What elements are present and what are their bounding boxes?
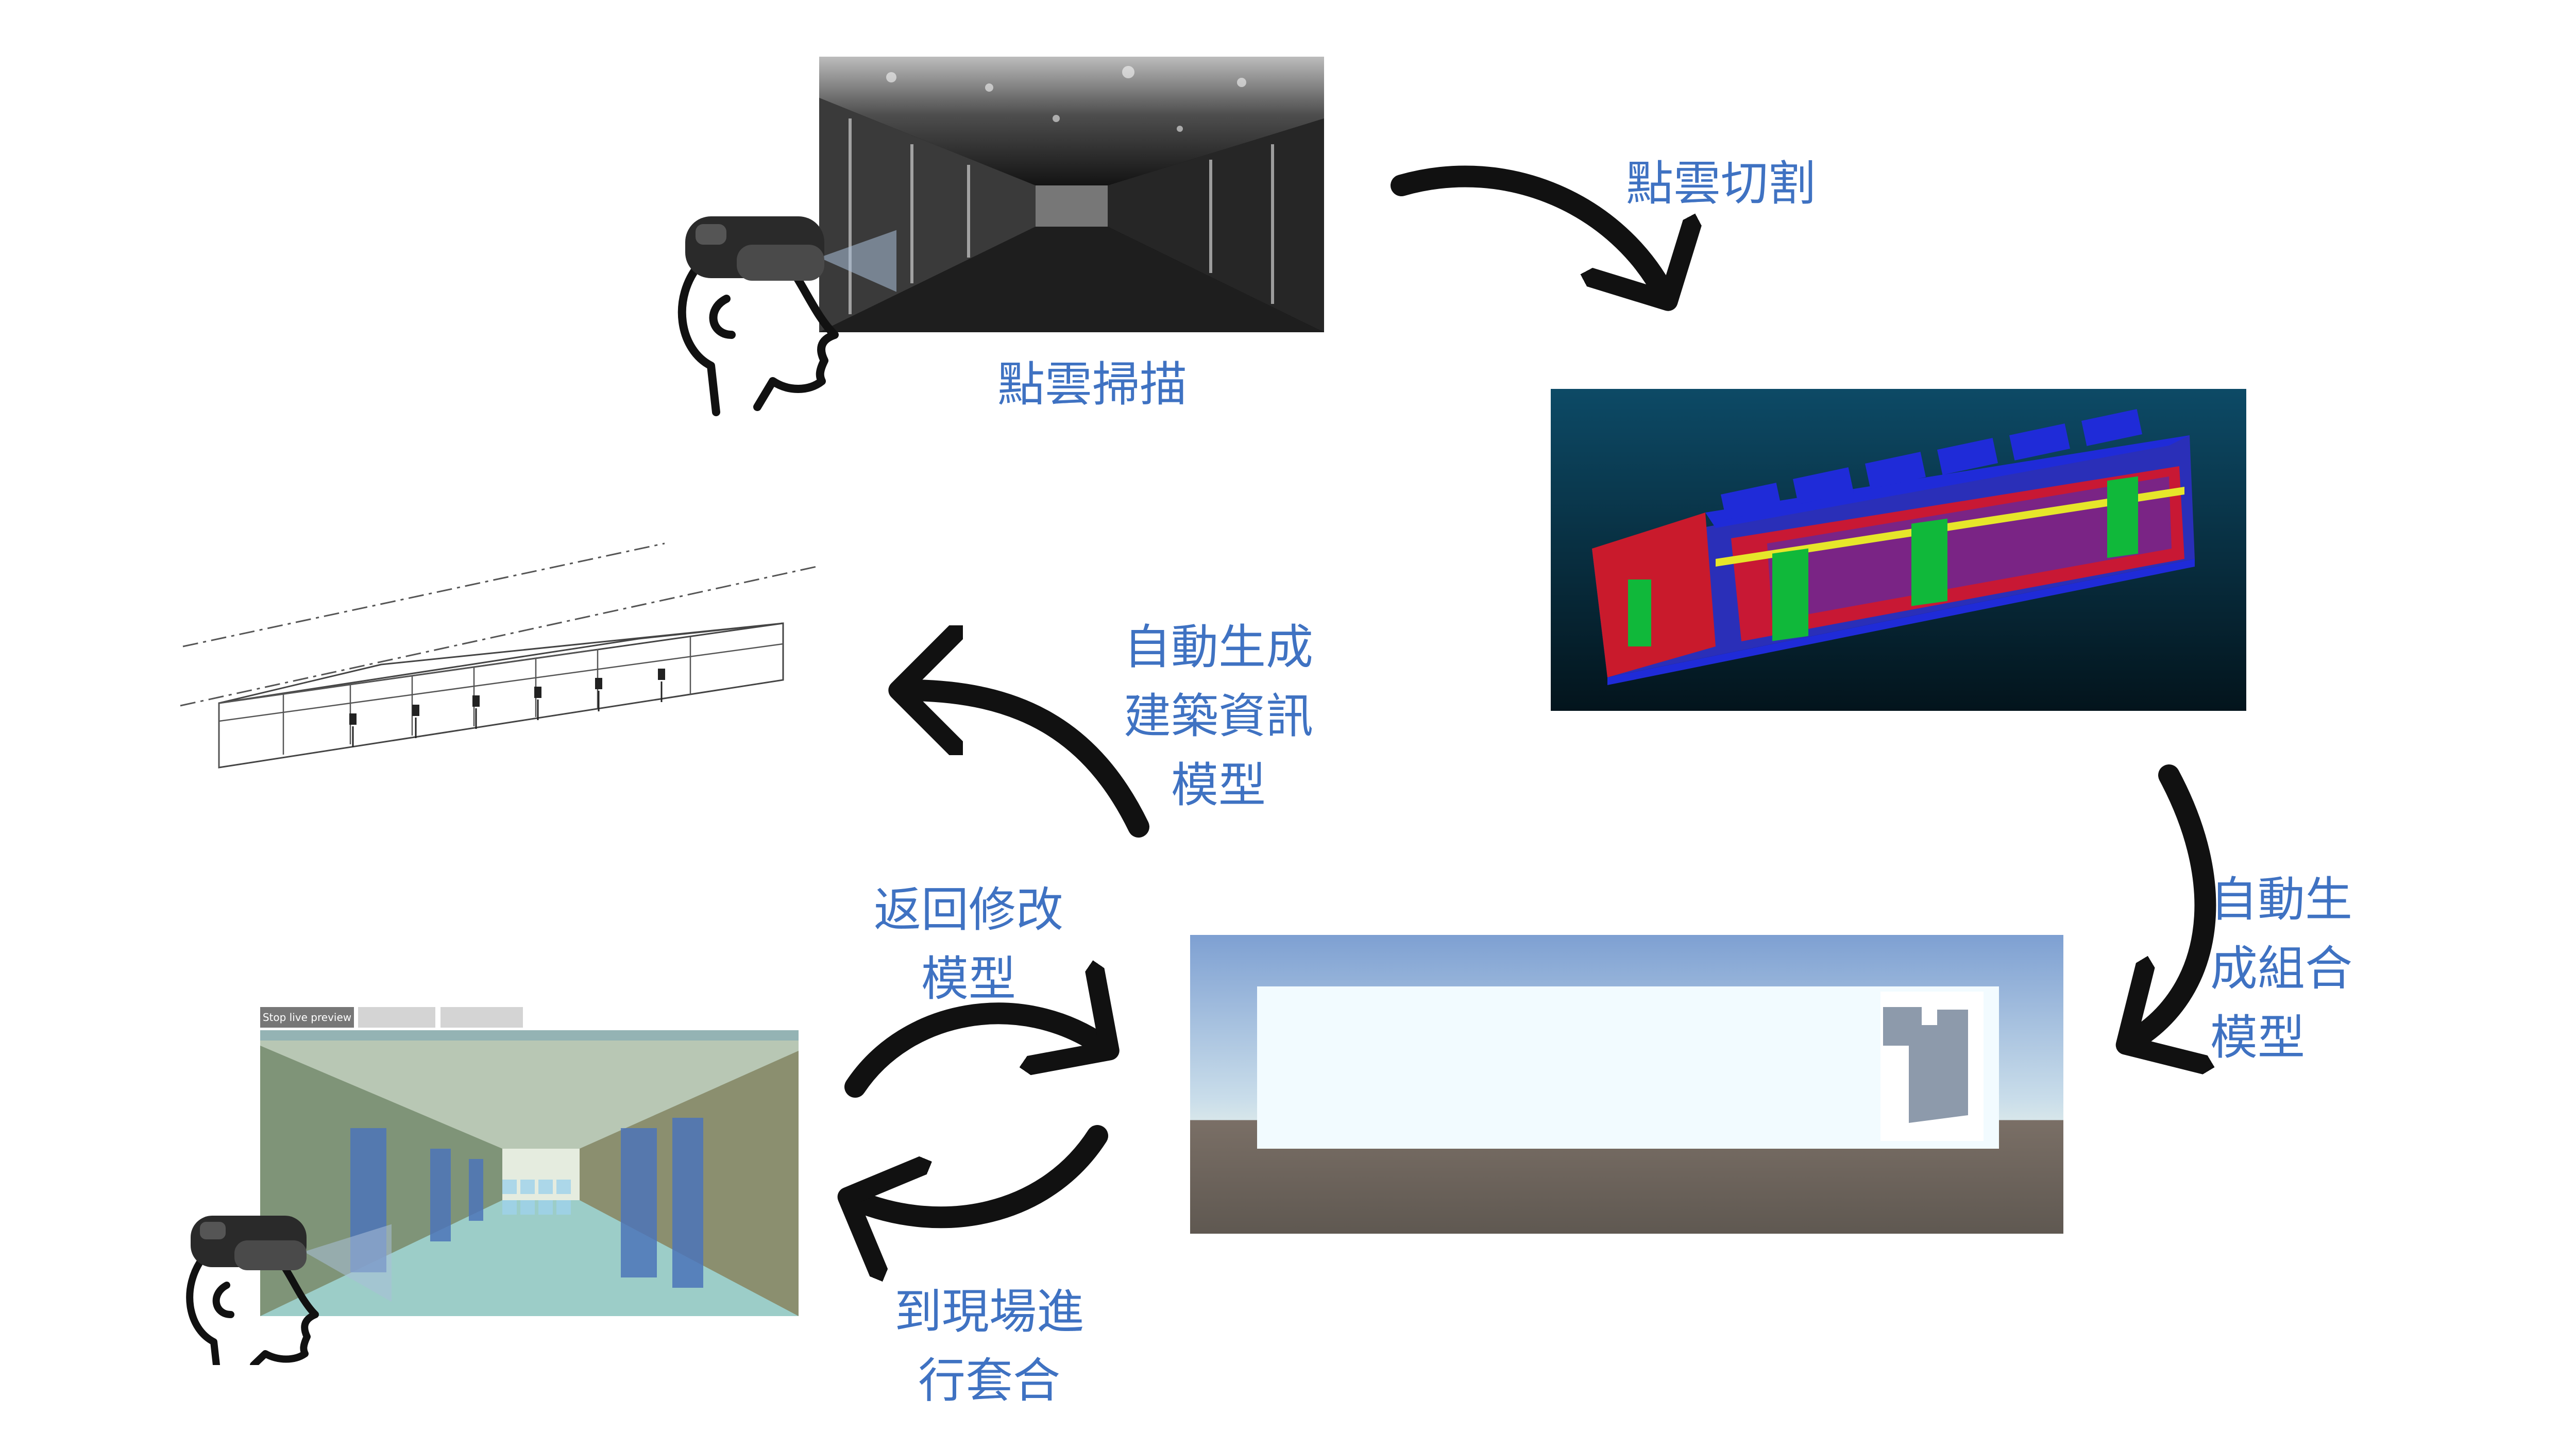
arrow-assemble-to-bim (907, 690, 1149, 838)
point-cloud-scan-image (819, 57, 1324, 332)
human-head-icon (677, 253, 839, 416)
assembled-model-view (1190, 935, 2063, 1234)
ar-headset-icon (685, 216, 824, 281)
toolbar-button-2[interactable] (358, 1007, 435, 1028)
bim-wireframe-model (175, 536, 824, 778)
ar-headset-icon (191, 1216, 307, 1270)
ar-toolbar: Stop live preview (260, 1007, 528, 1028)
ar-user-bottom (175, 1200, 392, 1365)
human-head-icon (186, 1248, 319, 1365)
label-point-cloud-scan: 點雲掃描 (997, 357, 1187, 412)
label-return-revise-model: 返回修改 模型 (873, 882, 1063, 1007)
label-point-cloud-segmentation: 點雲切割 (1625, 156, 1816, 211)
label-auto-assemble-model: 自動生 成組合 模型 (2210, 872, 2353, 1065)
arrow-scan-to-segment (1391, 165, 1664, 294)
ar-user-top (665, 196, 896, 417)
label-onsite-fitting: 到現場進 行套合 (894, 1284, 1084, 1408)
segmented-point-cloud-image (1551, 389, 2246, 711)
arrow-fit-to-model (844, 1013, 1103, 1098)
label-auto-generate-bim: 自動生成 建築資訊 模型 (1123, 620, 1313, 813)
arrow-model-to-fit (855, 1125, 1108, 1217)
toolbar-button-3[interactable] (440, 1007, 523, 1028)
arrow-segment-to-assemble (2133, 764, 2216, 1041)
live-preview-button[interactable]: Stop live preview (260, 1007, 354, 1028)
